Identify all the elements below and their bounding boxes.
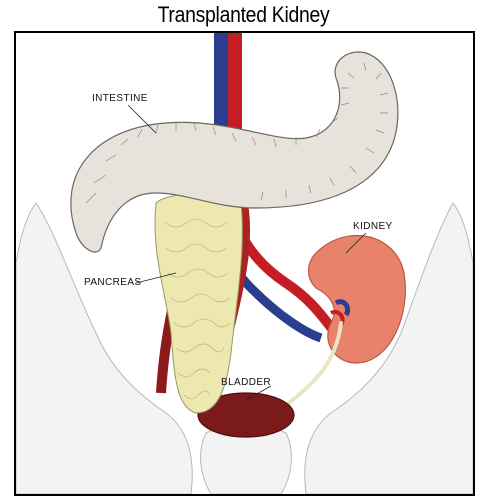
bladder-label: BLADDER — [221, 377, 271, 388]
kidney-organ — [309, 236, 406, 363]
intestine-label: INTESTINE — [92, 93, 148, 104]
transplant-anatomy-illustration — [16, 33, 473, 494]
figure-title: Transplanted Kidney — [29, 2, 458, 28]
illustration-frame: INTESTINE KIDNEY PANCREAS BLADDER — [14, 31, 475, 496]
pancreas-label: PANCREAS — [84, 277, 141, 288]
kidney-label: KIDNEY — [353, 221, 393, 232]
